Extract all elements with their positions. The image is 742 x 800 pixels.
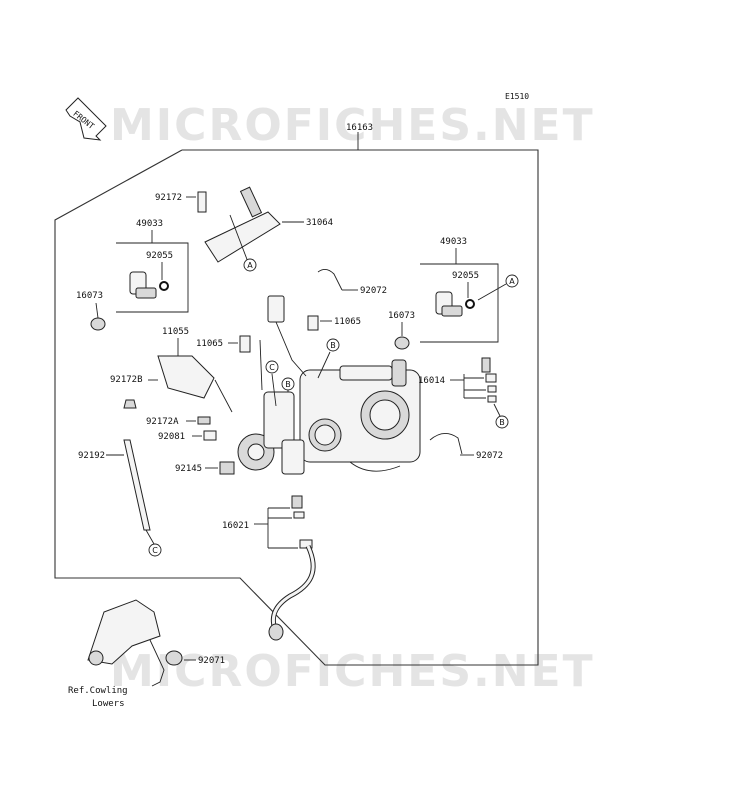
oring-92055-right-icon bbox=[465, 299, 475, 309]
part-92172: 92172 bbox=[155, 193, 182, 203]
part-92055-left: 92055 bbox=[146, 251, 173, 261]
part-92072-top: 92072 bbox=[360, 286, 387, 296]
callout-b-1 bbox=[326, 338, 340, 352]
bracket-31064 bbox=[204, 211, 281, 263]
watermark-bottom: MICROFICHES.NET bbox=[110, 646, 595, 697]
svg-text:B: B bbox=[285, 380, 291, 389]
part-92145: 92145 bbox=[175, 464, 202, 474]
seal-16073-left-icon bbox=[90, 317, 106, 331]
svg-text:C: C bbox=[152, 546, 158, 555]
injector-right-icon bbox=[435, 291, 463, 317]
assembly-frame bbox=[54, 149, 539, 666]
part-92071: 92071 bbox=[198, 656, 225, 666]
part-16163: 16163 bbox=[346, 123, 373, 133]
screw-92172-icon bbox=[197, 191, 207, 213]
part-49033-right: 49033 bbox=[440, 237, 467, 247]
spring-92145-icon bbox=[219, 461, 235, 475]
part-11065-right: 11065 bbox=[334, 317, 361, 327]
part-92172B: 92172B bbox=[110, 375, 143, 385]
spring-16021-icon bbox=[291, 495, 303, 509]
svg-text:C: C bbox=[269, 363, 275, 372]
seal-16073-right-icon bbox=[394, 336, 410, 350]
callout-b-3 bbox=[495, 415, 509, 429]
part-16014: 16014 bbox=[418, 376, 445, 386]
connector-icon bbox=[267, 295, 285, 323]
cap-11065-left-icon bbox=[239, 335, 251, 353]
callout-a-2 bbox=[505, 274, 519, 288]
cap-11065-right-icon bbox=[307, 315, 319, 331]
ref-cowling-line2: Lowers bbox=[92, 699, 125, 709]
rod-92192-icon bbox=[123, 439, 151, 531]
callout-b-2 bbox=[281, 377, 295, 391]
throttle-linkage bbox=[237, 391, 305, 475]
front-arrow-icon: FRONT bbox=[65, 97, 107, 141]
callout-c-2 bbox=[148, 543, 162, 557]
part-92192: 92192 bbox=[78, 451, 105, 461]
grommet-92071-icon bbox=[165, 650, 183, 666]
sensor-11055-icon bbox=[157, 355, 215, 399]
part-11065-left: 11065 bbox=[196, 339, 223, 349]
injector-left-icon bbox=[129, 271, 157, 299]
svg-text:A: A bbox=[247, 261, 253, 270]
part-92072-bottom: 92072 bbox=[476, 451, 503, 461]
part-16021: 16021 bbox=[222, 521, 249, 531]
ref-cowling-line1: Ref.Cowling bbox=[68, 686, 128, 696]
part-11055: 11055 bbox=[162, 327, 189, 337]
part-49033-left: 49033 bbox=[136, 219, 163, 229]
cowling-bracket-icon bbox=[87, 599, 165, 687]
svg-text:B: B bbox=[330, 341, 336, 350]
clamp-92072-top-icon bbox=[317, 269, 343, 291]
clamp-92072-bottom-icon bbox=[429, 433, 463, 455]
diagram-code: E1510 bbox=[505, 92, 529, 101]
screw-92172B-icon bbox=[123, 399, 137, 409]
part-16073-left: 16073 bbox=[76, 291, 103, 301]
part-16073-right: 16073 bbox=[388, 311, 415, 321]
screw-92172A-icon bbox=[197, 416, 211, 425]
spring-92081-icon bbox=[203, 430, 217, 441]
part-92055-right: 92055 bbox=[452, 271, 479, 281]
svg-text:A: A bbox=[509, 277, 515, 286]
callout-a-1 bbox=[243, 258, 257, 272]
callout-c-1 bbox=[265, 360, 279, 374]
part-92081: 92081 bbox=[158, 432, 185, 442]
oring-92055-left-icon bbox=[159, 281, 169, 291]
svg-text:B: B bbox=[499, 418, 505, 427]
hose-icon bbox=[270, 544, 316, 633]
watermark-top: MICROFICHES.NET bbox=[110, 100, 595, 151]
throttle-body bbox=[259, 295, 421, 472]
part-31064: 31064 bbox=[306, 218, 333, 228]
screw-16014-icon bbox=[481, 357, 491, 373]
part-92172A: 92172A bbox=[146, 417, 179, 427]
